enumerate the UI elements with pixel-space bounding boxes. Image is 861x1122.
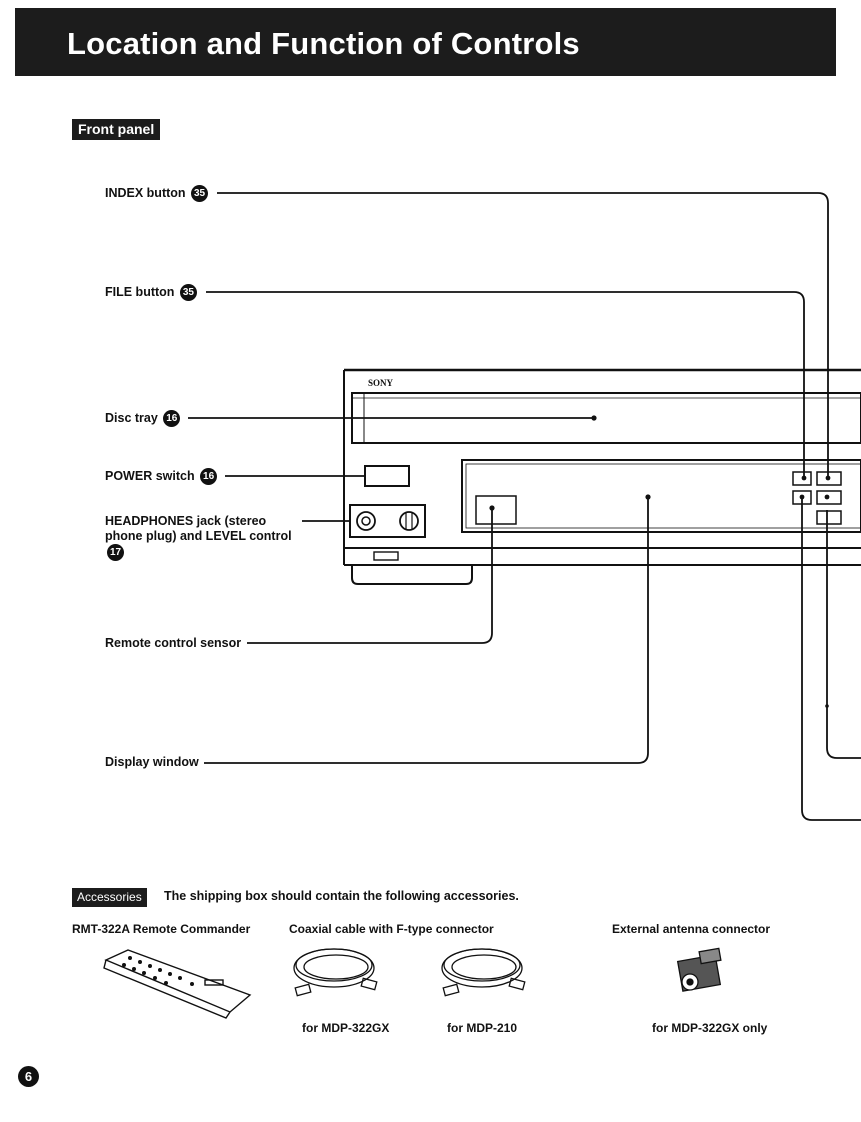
callout-label: Disc tray [105, 410, 158, 425]
callout-label: Remote control sensor [105, 636, 242, 650]
leader-display [204, 497, 649, 764]
leader-right-b [801, 497, 861, 821]
page-number: 6 [18, 1066, 39, 1087]
callout-power-switch: POWER switch 16 [105, 468, 218, 485]
antenna-connector-illustration [676, 947, 722, 992]
callout-index-button: INDEX button 35 [105, 185, 209, 202]
power-switch [364, 465, 410, 487]
callout-headphones-jack: HEADPHONES jack (stereo phone plug) and … [105, 514, 305, 561]
coaxial-cable-2-illustration [441, 948, 526, 997]
section-label: Front panel [72, 119, 161, 140]
ref-number-badge: 16 [200, 468, 218, 485]
callout-label: FILE button [105, 284, 175, 299]
ref-number-badge: 17 [107, 544, 124, 561]
callout-file-button: FILE button 35 [105, 284, 197, 301]
accessory-caption-cable-1: for MDP-322GX [302, 1021, 390, 1035]
callout-label: HEADPHONES jack (stereo phone plug) and … [105, 514, 292, 543]
callout-label: POWER switch [105, 468, 195, 483]
accessories-intro: The shipping box should contain the foll… [164, 889, 519, 903]
callout-disc-tray: Disc tray 16 [105, 410, 181, 427]
callout-label: INDEX button [105, 185, 186, 200]
ref-number-badge: 16 [163, 410, 181, 427]
accessory-label-remote: RMT-322A Remote Commander [72, 922, 251, 936]
callout-display-window: Display window [105, 755, 199, 770]
coaxial-cable-1-illustration [293, 948, 378, 997]
ref-number-badge: 35 [191, 185, 209, 202]
display-window-panel [461, 459, 861, 533]
accessory-caption-antenna: for MDP-322GX only [652, 1021, 768, 1035]
accessory-caption-cable-2: for MDP-210 [447, 1021, 518, 1035]
accessory-label-coaxial: Coaxial cable with F-type connector [289, 922, 494, 936]
sony-logo: SONY [368, 378, 394, 388]
accessories-tag: Accessories [72, 888, 147, 907]
accessory-label-antenna: External antenna connector [612, 922, 771, 936]
leader-sensor [247, 508, 493, 644]
leader-right-a [826, 510, 861, 759]
leader-index [217, 192, 829, 478]
headphones-panel [349, 504, 426, 538]
callout-remote-sensor: Remote control sensor [105, 636, 241, 651]
callout-label: Display window [105, 755, 199, 769]
device-body [343, 368, 861, 585]
leader-file [206, 291, 805, 478]
page-title: Location and Function of Controls [67, 26, 580, 61]
remote-commander-illustration [103, 949, 252, 1019]
ref-number-badge: 35 [179, 284, 197, 301]
title-banner: Location and Function of Controls [15, 8, 836, 76]
